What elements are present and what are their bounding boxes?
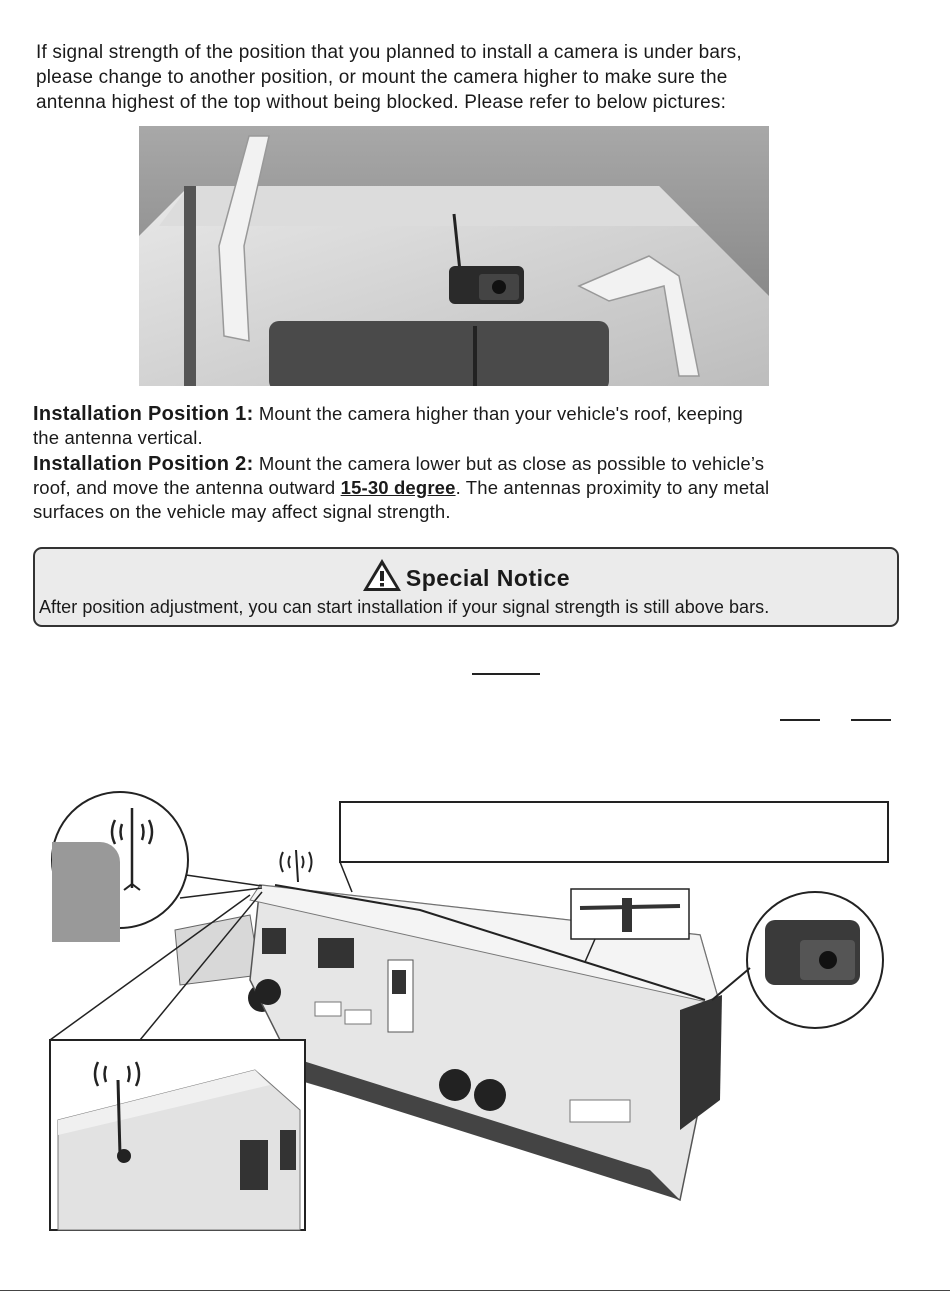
position-1-text: Mount the camera higher than your vehicl… [253, 403, 743, 424]
special-notice-body: After position adjustment, you can start… [39, 597, 770, 617]
blank-underline [780, 719, 820, 721]
roof-camera-photo [139, 126, 769, 386]
page-bottom-rule [0, 1290, 950, 1291]
rv-installation-illustration [49, 791, 889, 1231]
position-2-line2-before: roof, and move the antenna outward [33, 477, 341, 498]
position-2-degree-emphasis: 15-30 degree [340, 477, 456, 498]
position-1-continuation: the antenna vertical. [33, 427, 203, 448]
position-2-continuation: surfaces on the vehicle may affect signa… [33, 501, 451, 522]
intro-line: antenna highest of the top without being… [36, 92, 727, 113]
special-notice-title: Special Notice [405, 565, 571, 591]
special-notice-box: Special Notice After position adjustment… [33, 547, 899, 627]
intro-line: If signal strength of the position that … [36, 42, 742, 63]
position-1-heading: Installation Position 1: [33, 403, 254, 425]
installation-position-1: Installation Position 1: Mount the camer… [33, 402, 923, 450]
blank-underline [472, 673, 540, 675]
intro-paragraph: If signal strength of the position that … [36, 40, 916, 115]
position-2-line2-after: . The antennas proximity to any metal [455, 477, 770, 498]
blank-underline [851, 719, 891, 721]
intro-line: please change to another position, or mo… [36, 67, 728, 88]
warning-icon [362, 559, 401, 591]
installation-position-2: Installation Position 2: Mount the camer… [33, 452, 923, 524]
position-2-text: Mount the camera lower but as close as p… [253, 453, 765, 474]
position-2-heading: Installation Position 2: [33, 453, 254, 475]
